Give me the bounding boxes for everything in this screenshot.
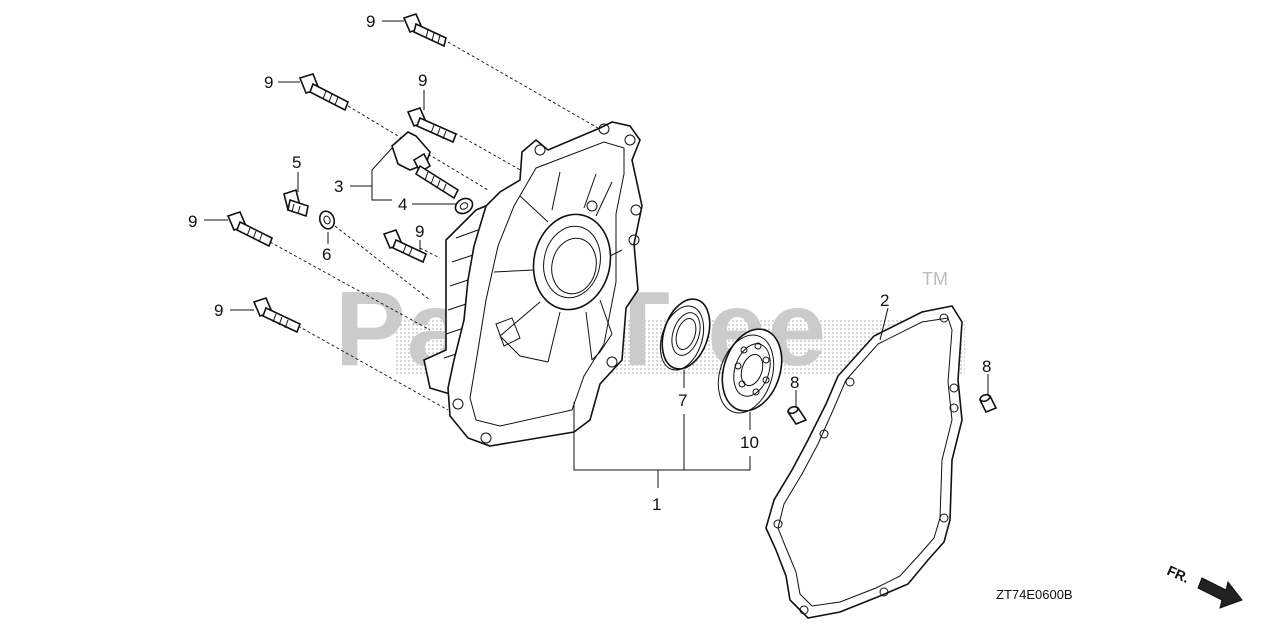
callout-9-top: 9 <box>366 12 375 31</box>
drain-bolt-5 <box>283 188 309 218</box>
bolt-9-left <box>226 211 274 248</box>
callout-8-left: 8 <box>790 373 799 392</box>
oil-seal-7 <box>659 298 711 371</box>
dowel-pin-8-left <box>786 405 808 425</box>
assembly-lines <box>269 41 599 411</box>
front-indicator: FR. <box>1165 562 1243 609</box>
callout-8-right: 8 <box>982 357 991 376</box>
leader-lines <box>204 20 989 488</box>
callout-6: 6 <box>322 245 331 264</box>
callout-10: 10 <box>740 433 759 452</box>
oil-gauge-stick <box>414 164 460 200</box>
callout-9-lower-left: 9 <box>214 301 223 320</box>
callouts: 9 9 9 9 9 9 5 3 4 6 2 8 8 7 10 1 <box>188 12 991 514</box>
case-cover-gasket-2 <box>765 305 963 619</box>
callout-5: 5 <box>292 153 301 172</box>
washer-6 <box>318 210 336 230</box>
case-cover <box>423 121 643 447</box>
bolt-9-middle <box>382 229 428 264</box>
bolt-9-middle-top <box>406 107 458 144</box>
callout-7: 7 <box>678 391 687 410</box>
callout-9-left: 9 <box>188 212 197 231</box>
o-ring-4 <box>454 197 474 215</box>
bolt-9-lower-left <box>252 297 302 334</box>
callout-4: 4 <box>398 195 407 214</box>
arrow-right-down-icon <box>1197 577 1243 609</box>
oil-level-gauge-assembly <box>391 131 474 215</box>
case-cover-flange-inner <box>469 141 625 427</box>
callout-9-middle: 9 <box>415 222 424 241</box>
callout-9-middle-top: 9 <box>418 71 427 90</box>
bolt-9-upper-left <box>298 73 349 112</box>
dowel-pin-8-right <box>978 393 998 414</box>
front-label: FR. <box>1165 562 1192 586</box>
bolt-9-top <box>402 13 447 48</box>
callout-3: 3 <box>334 177 343 196</box>
ball-bearing-10 <box>717 328 783 414</box>
callout-9-upper-left: 9 <box>264 73 273 92</box>
trademark-mark: TM <box>922 269 948 289</box>
diagram-code: ZT74E0600B <box>996 587 1073 602</box>
callout-2: 2 <box>880 291 889 310</box>
flange-bolts <box>226 13 458 334</box>
callout-1: 1 <box>652 495 661 514</box>
